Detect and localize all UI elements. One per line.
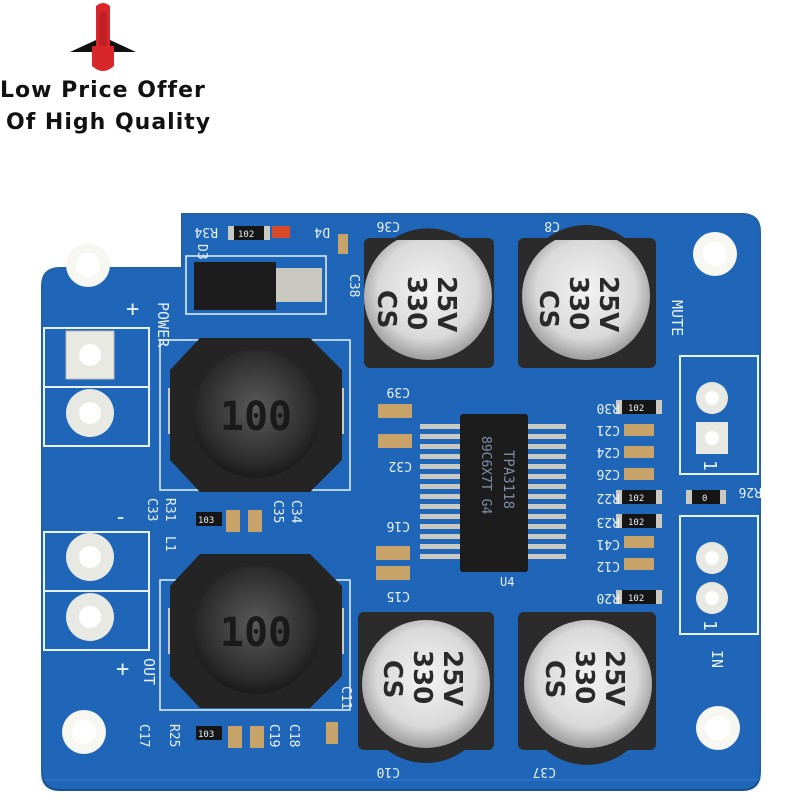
mute-header-pads	[679, 355, 759, 475]
r30-code: 102	[628, 404, 644, 414]
capacitor-c10-text-1: CS	[377, 660, 407, 698]
label-c10: C10	[377, 764, 400, 779]
label-c16: C16	[387, 518, 410, 533]
inductor-top: 100	[159, 338, 351, 492]
capacitor-c37-text-1: CS	[539, 660, 569, 698]
brand-tagline-1: Low Price Offer	[0, 78, 206, 103]
r34-code: 102	[238, 230, 254, 240]
brand-tagline-2: Of High Quality	[6, 110, 212, 135]
capacitor-c36-text-2: 330	[401, 276, 431, 330]
capacitor-c36-text-1: CS	[371, 290, 401, 328]
label-pin1-mute: 1	[699, 460, 720, 471]
r31-code: 103	[198, 516, 214, 526]
label-r25: R25	[166, 724, 181, 747]
r20-code: 102	[628, 594, 644, 604]
label-c41: C41	[597, 536, 620, 551]
brand-watermark: Low Price Offer Of High Quality	[0, 0, 230, 150]
label-l1: L1	[162, 536, 177, 552]
mounting-hole-top-left	[66, 243, 110, 287]
label-c26: C26	[597, 466, 620, 481]
label-c39: C39	[387, 384, 410, 399]
capacitor-c8-text-1: CS	[533, 290, 563, 328]
label-minus-mid: -	[114, 505, 127, 530]
ic-part-code: 89C6X7T G4	[478, 436, 493, 514]
label-c18: C18	[286, 724, 301, 747]
label-d4: D4	[314, 224, 330, 239]
smd-capacitors	[226, 226, 654, 748]
mounting-hole-top-right	[693, 232, 737, 276]
input-header-pads	[679, 515, 759, 635]
capacitor-c37-text-3: 25V	[599, 650, 629, 706]
capacitor-c8: CS 330 25V	[518, 224, 656, 368]
power-terminal-pads	[43, 327, 150, 447]
capacitor-c10: CS 330 25V	[358, 612, 494, 764]
red-bishop-logo-icon	[70, 3, 136, 71]
label-c35: C35	[270, 500, 285, 523]
label-pin1-in: 1	[699, 620, 720, 631]
inductor-top-label: 100	[220, 394, 292, 440]
capacitor-c36: CS 330 25V	[364, 228, 494, 368]
label-r23: R23	[597, 514, 620, 529]
label-c8: C8	[544, 218, 560, 233]
label-c11: C11	[338, 686, 353, 709]
label-c32: C32	[389, 458, 412, 473]
label-mute: MUTE	[668, 300, 686, 336]
label-c12: C12	[597, 558, 620, 573]
ic-name: TPA3118	[500, 450, 516, 509]
label-r34: R34	[194, 224, 218, 239]
label-power: POWER	[154, 302, 172, 348]
output-terminal-pads	[43, 531, 150, 651]
capacitor-c37-text-2: 330	[569, 650, 599, 704]
label-c21: C21	[597, 422, 620, 437]
label-d3: D3	[194, 244, 209, 260]
label-r30: R30	[597, 400, 620, 415]
label-r20: R20	[597, 590, 620, 605]
label-r26: R26	[739, 484, 762, 499]
r25-code: 103	[198, 730, 214, 740]
inductor-bottom: 100	[159, 554, 351, 711]
capacitor-c10-text-3: 25V	[437, 650, 467, 706]
capacitor-c8-text-3: 25V	[593, 276, 623, 332]
inductor-bottom-label: 100	[220, 610, 292, 656]
label-plus-bottom: +	[116, 657, 129, 682]
mounting-hole-bottom-left	[62, 710, 106, 754]
label-c24: C24	[596, 444, 620, 459]
label-c36: C36	[377, 218, 400, 233]
r23-code: 102	[628, 518, 644, 528]
label-in: IN	[708, 650, 726, 668]
label-c19: C19	[266, 724, 281, 747]
diode-d3	[185, 255, 327, 315]
r22-code: 102	[628, 494, 644, 504]
label-c15: C15	[387, 588, 410, 603]
ic-ref-label: U4	[500, 575, 514, 589]
capacitor-c8-text-2: 330	[563, 276, 593, 330]
label-c34: C34	[288, 500, 303, 524]
capacitor-c36-text-3: 25V	[431, 276, 461, 332]
label-plus-top: +	[126, 297, 139, 322]
label-c17: C17	[136, 724, 151, 747]
mounting-hole-bottom-right	[696, 706, 740, 750]
smd-resistors: 102 102 102 102 0 102 103 103	[196, 226, 726, 740]
label-r22: R22	[597, 490, 620, 505]
label-c38: C38	[346, 274, 361, 297]
silkscreen-labels: R34 D4 D3 C36 C8 C38 C39 C32 R30 C21 C24…	[114, 218, 762, 779]
label-out: OUT	[140, 658, 158, 685]
capacitor-c10-text-2: 330	[407, 650, 437, 704]
label-c37: C37	[533, 764, 556, 779]
label-c33: C33	[144, 498, 159, 521]
capacitor-c37: CS 330 25V	[518, 612, 656, 765]
ic-tpa3118: 89C6X7T G4 TPA3118 U4	[420, 414, 566, 589]
label-r31: R31	[162, 498, 177, 521]
r26-code: 0	[702, 494, 707, 504]
